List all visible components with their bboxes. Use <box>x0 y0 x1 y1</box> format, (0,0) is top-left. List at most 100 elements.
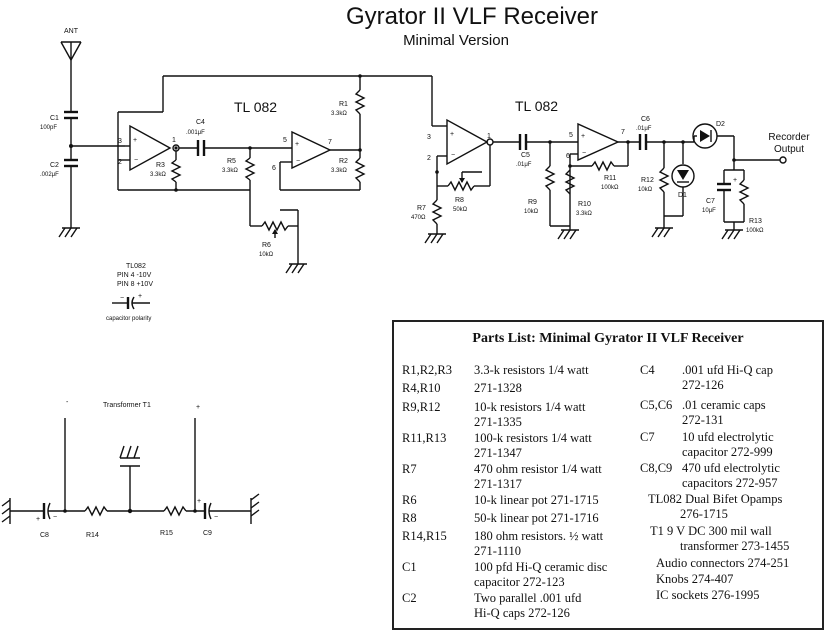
parts-line: Audio connectors 274-251 <box>656 556 790 570</box>
r9-ref: R9 <box>528 199 537 206</box>
svg-text:+: + <box>36 516 40 523</box>
c5-ref: C5 <box>521 152 530 159</box>
c5-value: .01μF <box>516 162 532 168</box>
antenna-icon <box>60 41 82 112</box>
r3-ref: R3 <box>156 162 165 169</box>
part-ref: C1 <box>402 560 417 574</box>
antenna-label: ANT <box>64 28 79 35</box>
ground-icon <box>651 227 674 238</box>
resistor-r10 <box>564 169 576 195</box>
part-desc: 10-k linear pot 271-1715 <box>474 493 599 507</box>
r13-ref: R13 <box>749 218 762 225</box>
parts-line: T1 9 V DC 300 mil wall <box>650 524 772 538</box>
part-number: capacitors 272-957 <box>682 476 778 490</box>
resistor-r9 <box>544 142 570 227</box>
c2-value: .002μF <box>40 172 59 178</box>
ground-icon <box>285 263 308 274</box>
parts-list-panel: Parts List: Minimal Gyrator II VLF Recei… <box>392 320 824 630</box>
part-desc: 100 pfd Hi-Q ceramic disc <box>474 560 608 574</box>
pin-7: 7 <box>328 139 332 146</box>
part-desc: 3.3-k resistors 1/4 watt <box>474 363 589 377</box>
pin-2-stage2: 2 <box>427 155 431 162</box>
part-desc: 470 ohm resistor 1/4 watt <box>474 462 602 476</box>
note-pin4: PIN 4 -10V <box>117 272 152 279</box>
capacitor-c9: + − <box>197 498 218 521</box>
r6-value: 10kΩ <box>259 252 274 258</box>
svg-text:−: − <box>120 295 124 302</box>
part-desc: .001 ufd Hi-Q cap <box>682 363 773 377</box>
resistor-r2 <box>280 150 366 191</box>
r10-ref: R10 <box>578 201 591 208</box>
pin-3-stage2: 3 <box>427 134 431 141</box>
part-number: 272-131 <box>682 413 724 427</box>
pin-6: 6 <box>272 165 276 172</box>
page-subtitle: Minimal Version <box>403 32 509 49</box>
opamp-label-1: TL 082 <box>234 99 277 115</box>
part-ref: C2 <box>402 591 417 605</box>
r1-ref: R1 <box>339 101 348 108</box>
r9-value: 10kΩ <box>524 209 539 215</box>
svg-text:+: + <box>733 177 737 184</box>
part-desc: 50-k linear pot 271-1716 <box>474 511 599 525</box>
opamp-label-2: TL 082 <box>515 98 558 114</box>
part-desc: 10-k resistors 1/4 watt <box>474 400 586 414</box>
r10-value: 3.3kΩ <box>576 211 592 217</box>
part-ref: R8 <box>402 511 417 525</box>
capacitor-c2 <box>64 158 78 228</box>
svg-text:+: + <box>138 293 142 300</box>
part-ref: R7 <box>402 462 417 476</box>
part-number: 271-1347 <box>474 446 522 460</box>
r5-ref: R5 <box>227 158 236 165</box>
r11-ref: R11 <box>604 175 616 182</box>
r8-value: 50kΩ <box>453 207 468 213</box>
resistor-r13 <box>738 170 750 222</box>
pin-7-stage2: 7 <box>621 129 625 136</box>
svg-text:+: + <box>295 141 299 148</box>
c1-value: 100pF <box>40 125 57 131</box>
parts-line: IC sockets 276-1995 <box>656 588 760 602</box>
output-label-line2: Output <box>774 144 804 155</box>
part-number: Hi-Q caps 272-126 <box>474 606 570 620</box>
recorder-output-terminal <box>779 156 787 164</box>
part-number: 271-1317 <box>474 477 522 491</box>
potentiometer-r8 <box>437 171 490 192</box>
resistor-r15 <box>163 505 187 517</box>
ground-icon <box>58 227 81 238</box>
part-desc: .01 ceramic caps <box>682 398 766 412</box>
part-ref: C5,C6 <box>640 398 673 412</box>
r7-ref: R7 <box>417 205 426 212</box>
resistor-r7 <box>431 199 443 234</box>
c7-ref: C7 <box>706 198 715 205</box>
svg-text:−: − <box>53 514 57 521</box>
ground-icon <box>424 233 447 244</box>
polarized-capacitor-icon: − + <box>112 293 150 310</box>
pin-1-stage2: 1 <box>487 133 491 140</box>
diode-d2 <box>692 123 734 149</box>
r2-value: 3.3kΩ <box>331 168 347 174</box>
part-desc: 100-k resistors 1/4 watt <box>474 431 592 445</box>
part-ref: R9,R12 <box>402 400 441 414</box>
c6-ref: C6 <box>641 116 650 123</box>
r8-ref: R8 <box>455 197 464 204</box>
resistor-r12 <box>658 142 683 217</box>
ground-icon <box>1 498 11 524</box>
svg-text:−: − <box>296 158 300 165</box>
c2-ref: C2 <box>50 162 59 169</box>
note-cap-polarity: capacitor polarity <box>106 316 151 322</box>
c4-value: .001μF <box>186 130 205 136</box>
pin-3: 3 <box>118 138 122 145</box>
pin-5-stage2: 5 <box>569 132 573 139</box>
svg-text:+: + <box>197 498 201 505</box>
c7-value: 10μF <box>702 208 716 214</box>
part-desc: 470 ufd electrolytic <box>682 461 780 475</box>
parts-list-title: Parts List: Minimal Gyrator II VLF Recei… <box>472 331 744 346</box>
r5-value: 3.3kΩ <box>222 168 238 174</box>
transformer-minus: - <box>66 399 69 406</box>
opamp-d-symbol: + − <box>577 122 620 162</box>
opamp-c-symbol: + − <box>446 118 489 166</box>
part-ref: R11,R13 <box>402 431 447 445</box>
c8-label: C8 <box>40 532 49 539</box>
part-desc: 10 ufd electrolytic <box>682 430 774 444</box>
